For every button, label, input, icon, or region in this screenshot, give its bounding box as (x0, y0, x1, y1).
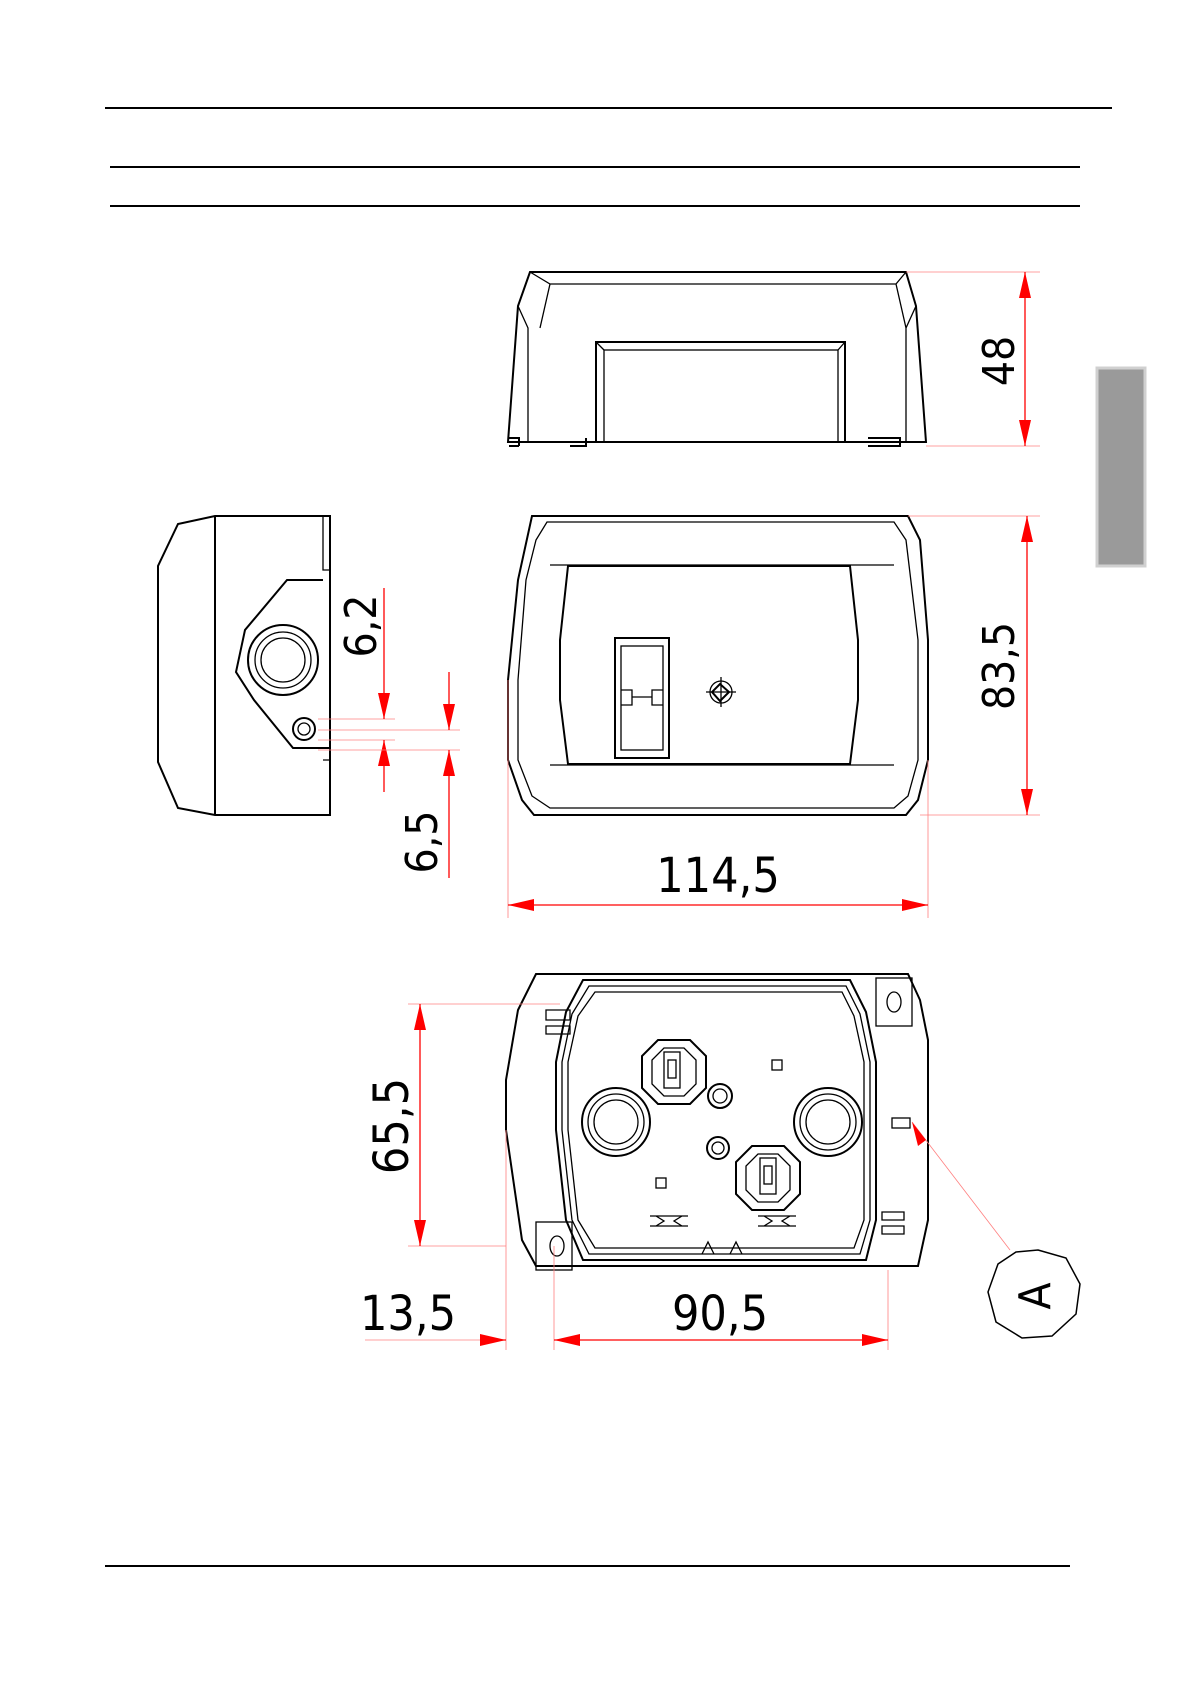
front-view (508, 272, 926, 446)
section-tab (1097, 368, 1145, 566)
callout-a: A (912, 1122, 1080, 1338)
dimension-offset-upper-label: 6,2 (336, 595, 387, 658)
side-view (158, 516, 330, 815)
dimension-offset-lower-label: 6,5 (397, 811, 448, 874)
bottom-view (506, 974, 928, 1270)
dimension-width: 114,5 (508, 680, 928, 918)
dimension-hole-offset-horizontal-label: 13,5 (360, 1286, 456, 1342)
dimension-hole-spacing-vertical: 65,5 (364, 1004, 560, 1246)
dimension-hole-spacing-vertical-label: 65,5 (364, 1078, 420, 1174)
dimension-width-label: 114,5 (656, 848, 780, 904)
dimension-depth-label: 83,5 (974, 622, 1025, 710)
dimension-hole-spacing-horizontal: 90,5 (554, 1246, 888, 1350)
dimension-offset-lower: 6,5 (318, 672, 460, 878)
callout-a-label: A (1010, 1282, 1061, 1309)
dimension-height-label: 48 (974, 336, 1025, 386)
top-view (508, 516, 928, 815)
dimension-height: 48 (906, 272, 1040, 446)
dimension-hole-spacing-horizontal-label: 90,5 (672, 1286, 768, 1342)
